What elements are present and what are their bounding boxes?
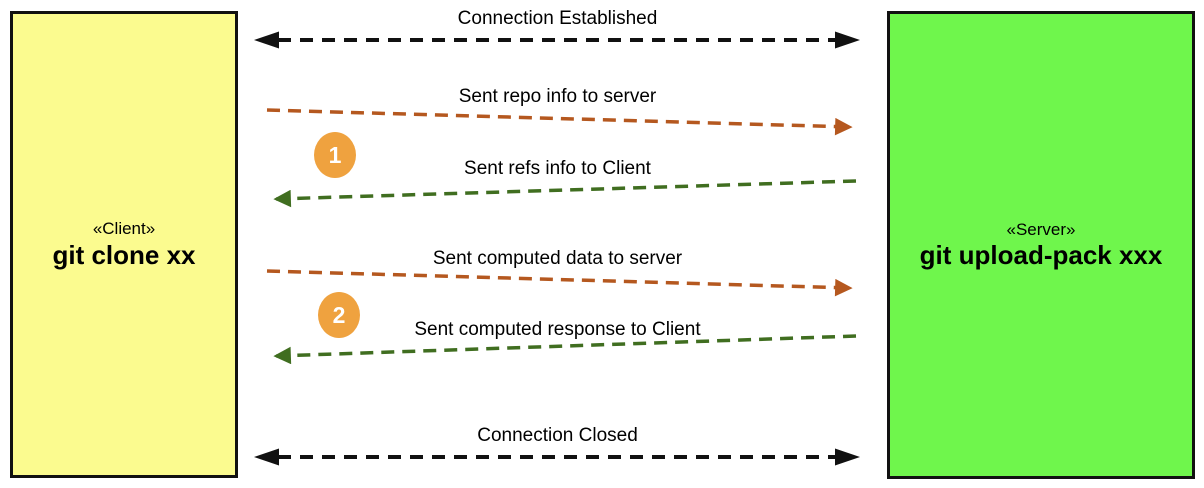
sent-refs-info-arrow [273, 179, 857, 208]
server-name-label: git upload-pack xxx [919, 240, 1163, 271]
client-stereotype-label: «Client» [92, 219, 156, 239]
message-label-sent-computed-response: Sent computed response to Client [414, 319, 701, 340]
arrowhead-right-icon [835, 448, 860, 466]
server-participant-box: «Server» git upload-pack xxx [887, 11, 1195, 479]
message-label-sent-computed-data: Sent computed data to server [432, 248, 683, 269]
arrowhead-left-icon [254, 448, 279, 466]
message-label-sent-refs-info: Sent refs info to Client [464, 158, 651, 179]
message-label-connection-established: Connection Established [457, 8, 658, 29]
message-label-sent-repo-info: Sent repo info to server [458, 86, 657, 107]
client-name-label: git clone xx [52, 239, 196, 270]
arrowhead-left-icon [254, 31, 279, 49]
step-2-badge: 2 [318, 292, 360, 338]
connection-established-arrow [254, 31, 860, 49]
sent-repo-info-arrow [266, 108, 853, 136]
connection-closed-arrow [254, 448, 860, 466]
server-stereotype-label: «Server» [1006, 219, 1076, 239]
message-label-connection-closed: Connection Closed [477, 425, 638, 446]
sent-computed-data-arrow [266, 269, 853, 297]
arrowhead-right-icon [835, 31, 860, 49]
step-1-badge: 1 [314, 132, 356, 178]
client-participant-box: «Client» git clone xx [10, 11, 238, 478]
